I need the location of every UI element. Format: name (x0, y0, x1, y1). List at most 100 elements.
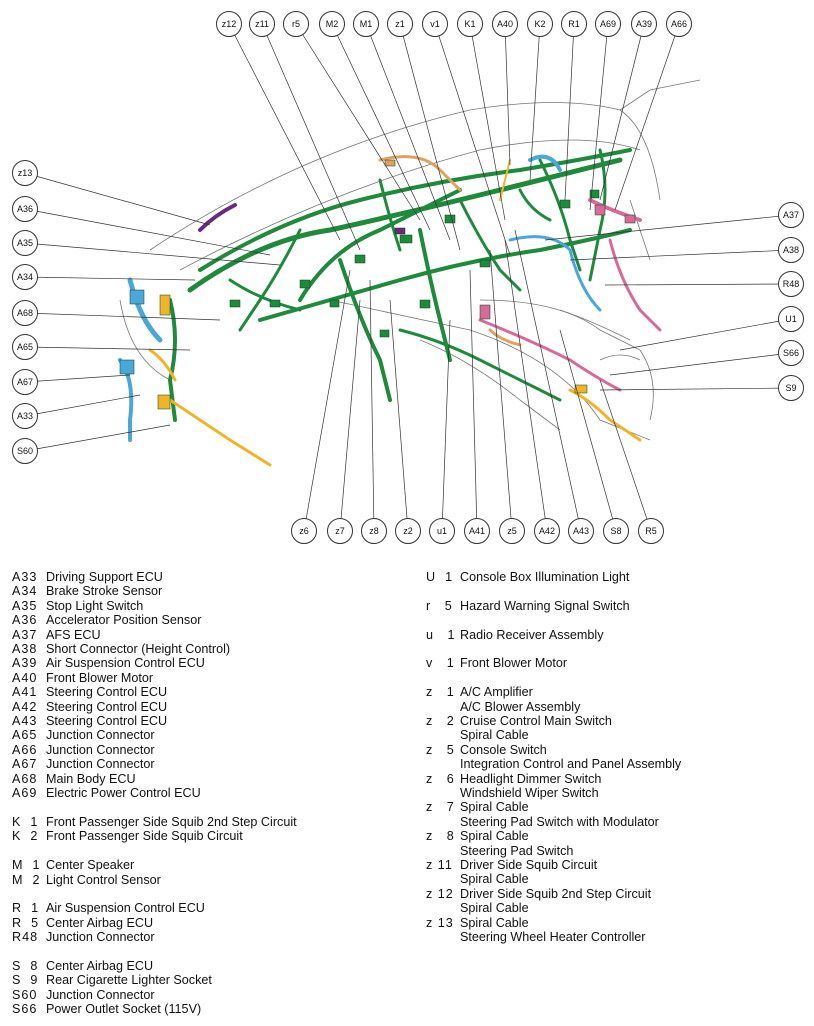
legend-gap (12, 945, 297, 959)
legend-desc: Front Blower Motor (460, 656, 568, 671)
callout-circle-right-4 (778, 340, 804, 366)
legend-desc: Spiral Cable (460, 901, 529, 916)
leader-line-right-4 (609, 352, 792, 376)
legend-desc: Front Passenger Side Squib Circuit (46, 829, 243, 844)
callout-circle-left-8 (12, 438, 38, 464)
legend-continuation: Steering Wheel Heater Controller (426, 930, 681, 944)
callout-circle-bottom-5 (464, 518, 490, 544)
legend-code: A35 (12, 598, 38, 613)
leader-line-bottom-5 (469, 269, 478, 532)
leader-line-bottom-8 (514, 229, 582, 532)
callout-label-top-9: K2 (534, 19, 545, 29)
callout-label-bottom-2: z8 (369, 526, 379, 536)
legend-code: z 8 (426, 829, 455, 844)
legend-desc: Power Outlet Socket (115V) (46, 1002, 202, 1017)
callout-label-right-4: S66 (783, 348, 799, 358)
leader-line-top-9 (529, 23, 541, 181)
leader-line-top-5 (399, 23, 461, 251)
legend-continuation: Steering Pad Switch with Modulator (426, 815, 681, 829)
leader-line-right-0 (544, 214, 792, 241)
callout-label-left-5: A65 (17, 342, 33, 352)
legend-desc: Brake Stroke Sensor (46, 584, 163, 599)
legend-desc: Air Suspension Control ECU (46, 656, 205, 671)
legend-code: A41 (12, 685, 38, 700)
legend-code: S 8 (12, 958, 39, 973)
legend-code: K 1 (12, 814, 39, 829)
callout-label-top-12: A39 (636, 19, 652, 29)
callout-label-top-6: v1 (430, 19, 440, 29)
legend-desc: Integration Control and Panel Assembly (460, 757, 682, 772)
callout-label-top-13: A66 (671, 19, 687, 29)
legend-code: z 5 (426, 742, 455, 757)
legend-desc: Steering Pad Switch with Modulator (460, 814, 659, 829)
legend-desc: Spiral Cable (460, 728, 529, 743)
leader-line-left-6 (24, 374, 131, 383)
callout-label-left-0: z13 (18, 168, 33, 178)
leader-line-bottom-7 (504, 239, 548, 532)
callout-label-bottom-5: A41 (469, 526, 485, 536)
dashboard-outline (119, 79, 701, 441)
legend-code: A37 (12, 627, 38, 642)
callout-label-left-8: S60 (17, 446, 33, 456)
legend-desc: Driver Side Squib 2nd Step Circuit (460, 886, 652, 901)
leader-line-bottom-3 (389, 299, 409, 532)
leader-line-left-1 (24, 208, 271, 256)
legend-code: S66 (12, 1002, 38, 1017)
leader-line-bottom-2 (369, 279, 375, 532)
legend-desc: Steering Control ECU (46, 699, 168, 714)
legend-desc: Junction Connector (46, 728, 155, 743)
callout-label-top-3: M2 (326, 19, 339, 29)
leader-line-right-2 (604, 283, 792, 286)
callout-circle-top-3 (319, 11, 345, 37)
leader-line-top-4 (365, 23, 451, 241)
legend-desc: Steering Wheel Heater Controller (460, 930, 646, 945)
legend-desc: Windshield Wiper Switch (460, 786, 599, 801)
legend-gap (12, 887, 297, 901)
callout-circle-bottom-1 (327, 518, 353, 544)
callout-circle-left-5 (12, 334, 38, 360)
legend-code: R48 (12, 930, 39, 945)
legend-continuation: A/C Blower Assembly (426, 700, 681, 714)
leader-line-left-4 (24, 312, 221, 321)
leader-line-top-12 (599, 23, 645, 201)
leader-line-right-5 (599, 387, 792, 391)
leader-line-top-6 (434, 23, 511, 256)
legend-code: r 5 (426, 598, 453, 613)
legend-desc: Spiral Cable (460, 915, 529, 930)
leader-line-bottom-0 (303, 269, 351, 532)
callout-circle-right-1 (778, 237, 804, 263)
leader-line-left-7 (24, 394, 141, 417)
legend-gap (426, 642, 681, 656)
legend-code: z 2 (426, 714, 455, 728)
callout-label-bottom-9: S8 (610, 526, 621, 536)
legend-code: z 7 (426, 800, 455, 815)
callout-label-top-4: M1 (360, 19, 373, 29)
legend-desc: Main Body ECU (46, 771, 136, 786)
legend-gap (426, 584, 681, 598)
leader-line-right-3 (619, 318, 792, 351)
callout-label-top-11: A69 (600, 19, 616, 29)
wire-harness (118, 148, 662, 467)
leader-line-left-5 (24, 346, 191, 351)
leader-line-bottom-6 (489, 249, 513, 532)
legend-desc: Rear Cigarette Lighter Socket (46, 973, 212, 988)
legend-continuation: Spiral Cable (426, 901, 681, 915)
leader-line-top-2 (295, 23, 421, 221)
